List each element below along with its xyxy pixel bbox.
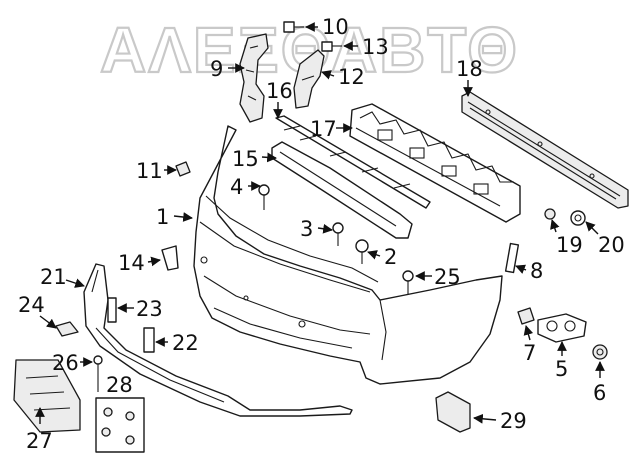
- part-clip-11: [175, 161, 191, 177]
- callout-7: 7: [523, 341, 536, 365]
- callout-1: 1: [156, 205, 169, 229]
- part-bolt-10: [283, 21, 304, 33]
- callout-17: 17: [310, 117, 337, 141]
- callout-6: 6: [593, 381, 606, 405]
- callout-3: 3: [300, 217, 313, 241]
- part-energy-absorber: [349, 103, 521, 223]
- callout-9: 9: [210, 57, 223, 81]
- callout-26: 26: [52, 351, 79, 375]
- callout-19: 19: [556, 233, 583, 257]
- part-bolt-25: [402, 270, 414, 294]
- callout-12: 12: [338, 65, 365, 89]
- callout-18: 18: [456, 57, 483, 81]
- callout-16: 16: [266, 79, 293, 103]
- callout-8: 8: [530, 259, 543, 283]
- part-sensor-module: [435, 391, 471, 433]
- callout-labels: 1 2 3 4 5 6 7 8 9 10 11 12 13 14 15 16 1…: [18, 15, 625, 453]
- part-clip-7: [517, 307, 535, 325]
- part-bolt-4: [258, 184, 270, 210]
- part-bolt-2: [355, 239, 369, 264]
- callout-14: 14: [118, 251, 145, 275]
- callout-23: 23: [136, 297, 163, 321]
- part-bolt-3: [332, 222, 344, 246]
- callout-15: 15: [232, 147, 259, 171]
- part-fastener-20: [570, 210, 586, 226]
- callout-28: 28: [106, 373, 133, 397]
- callout-27: 27: [26, 429, 53, 453]
- part-bumper-cover: [193, 125, 503, 385]
- callout-21: 21: [40, 265, 67, 289]
- callout-10: 10: [322, 15, 349, 39]
- part-fastener-19: [544, 208, 556, 220]
- callout-20: 20: [598, 233, 625, 257]
- part-pin-8: [504, 242, 520, 274]
- part-grille-strip: [271, 141, 413, 239]
- part-nut-24: [55, 321, 79, 337]
- callout-29: 29: [500, 409, 527, 433]
- callout-4: 4: [230, 175, 243, 199]
- part-bracket-left: [239, 33, 269, 123]
- callout-24: 24: [18, 293, 45, 317]
- part-bolt-13: [321, 41, 342, 52]
- part-fog-bezel: [537, 313, 587, 343]
- leader-lines: [35, 22, 605, 424]
- part-hardware-kit: [95, 397, 145, 453]
- callout-13: 13: [362, 35, 389, 59]
- part-bolt-26: [93, 355, 103, 392]
- part-cap-6: [592, 344, 608, 360]
- part-clip-14: [161, 245, 179, 271]
- part-bracket-right: [293, 49, 325, 109]
- callout-5: 5: [555, 357, 568, 381]
- part-bolt-23: [107, 297, 117, 323]
- callout-22: 22: [172, 331, 199, 355]
- part-bolt-22: [143, 327, 155, 353]
- callout-11: 11: [136, 159, 163, 183]
- callout-25: 25: [434, 265, 461, 289]
- callout-2: 2: [384, 245, 397, 269]
